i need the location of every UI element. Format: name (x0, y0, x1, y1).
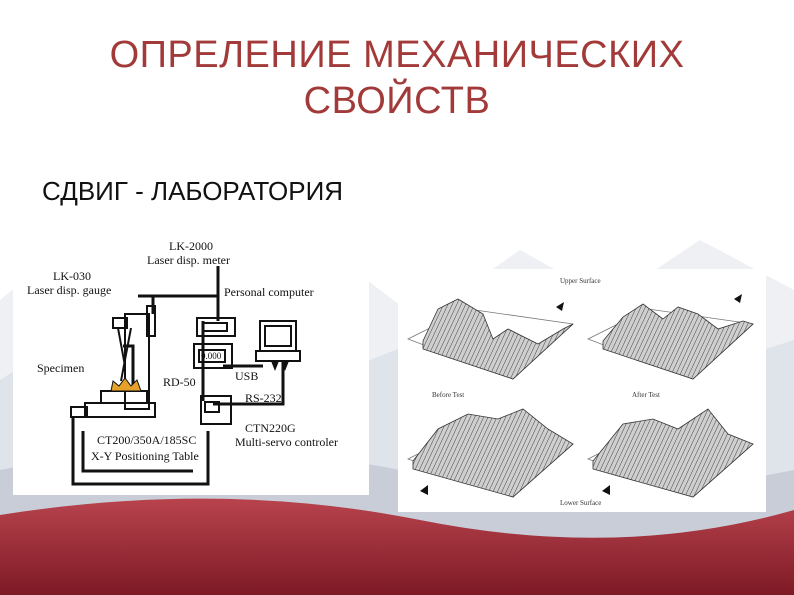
surface-plot-upper-before (407, 298, 574, 380)
table-model: CT200/350A/185SC (97, 433, 196, 447)
schematic-drawing: LK-2000 Laser disp. meter LK-030 Laser d… (27, 239, 338, 486)
surface-plots-drawing: Upper Surface Before Test After Test Low… (406, 277, 754, 507)
surface-plots-figure: Upper Surface Before Test After Test Low… (398, 269, 766, 512)
laser-meter-label: Laser disp. meter (147, 253, 230, 267)
title-line-1: ОПРЕЛЕНИЕ МЕХАНИЧЕСКИХ (109, 34, 685, 76)
computer-label: Personal computer (224, 285, 314, 299)
surface-plot-lower-after (586, 408, 754, 498)
surface-plot-lower-before (406, 408, 574, 498)
gauge-model: LK-030 (53, 269, 91, 283)
rs-label: RS-232 (245, 391, 282, 405)
specimen-label: Specimen (37, 361, 84, 375)
before-test-label: Before Test (432, 391, 464, 399)
shear-test-schematic: LK-2000 Laser disp. meter LK-030 Laser d… (13, 226, 369, 495)
after-test-label: After Test (632, 391, 660, 399)
controller-label: Multi-servo controler (235, 435, 338, 449)
display-value: 0.000 (201, 351, 222, 361)
lower-surface-label: Lower Surface (560, 499, 601, 507)
slide-subtitle: СДВИГ - ЛАБОРАТОРИЯ (42, 176, 344, 206)
laser-meter-model: LK-2000 (169, 239, 213, 253)
slide-title: ОПРЕЛЕНИЕ МЕХАНИЧЕСКИХ СВОЙСТВ (40, 32, 754, 124)
gauge-label: Laser disp. gauge (27, 283, 111, 297)
controller-model: CTN220G (245, 421, 296, 435)
usb-label: USB (235, 369, 258, 383)
title-line-2: СВОЙСТВ (303, 80, 491, 122)
surface-plot-upper-after (587, 303, 754, 380)
upper-surface-label: Upper Surface (560, 277, 601, 285)
table-label: X-Y Positioning Table (91, 449, 199, 463)
rd-label: RD-50 (163, 375, 196, 389)
